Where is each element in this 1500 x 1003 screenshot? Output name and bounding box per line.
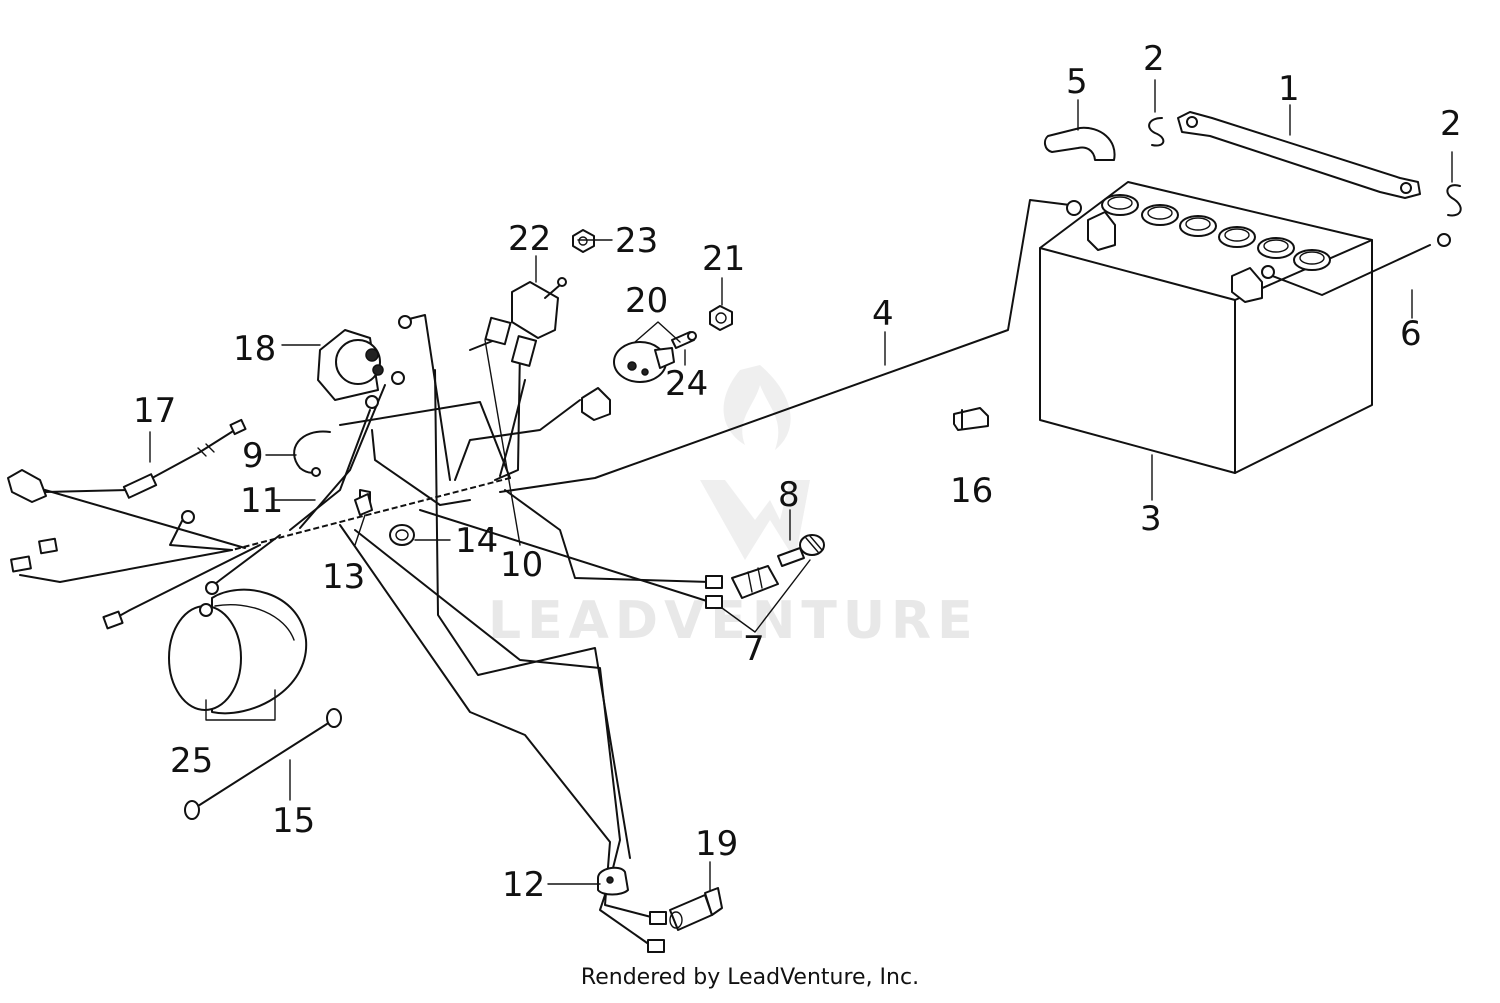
part-21-nut [709,305,733,331]
callout-4: 4 [872,294,894,334]
callout-10: 10 [500,545,543,585]
callout-13: 13 [322,557,365,597]
callout-17: 17 [133,391,176,431]
callout-8: 8 [778,475,800,515]
callout-24: 24 [665,364,708,404]
part-12-clamp [597,866,629,896]
callout-5: 5 [1066,62,1088,102]
callout-3: 3 [1140,499,1162,539]
watermark-text: LEADVENTURE [488,591,979,651]
part-2-hook-left [1148,117,1165,147]
part-24-key [671,331,697,349]
callout-6: 6 [1400,314,1422,354]
part-20-ignition-switch [613,341,675,383]
callout-9: 9 [242,436,264,476]
callout-11: 11 [240,481,283,521]
callout-2-left: 2 [1143,39,1165,79]
part-3-battery [1039,181,1373,474]
leadventure-watermark: LEADVENTURE [488,365,979,651]
part-16-fuse [953,407,989,431]
part-4-battery-cable [499,199,1082,493]
callout-19: 19 [695,824,738,864]
callout-1: 1 [1278,69,1300,109]
part-23-nut [572,229,595,253]
part-1-battery-strap [1177,111,1421,199]
callout-2-right: 2 [1440,104,1462,144]
harness-terminals [10,315,723,953]
part-22-switch [511,277,567,339]
part-18-solenoid [317,329,384,401]
part-9-wire-clamp [293,430,331,477]
callout-21: 21 [702,239,745,279]
part-19-socket [669,887,723,931]
leader-lines [149,79,1453,891]
callout-14: 14 [455,521,498,561]
part-6-negative-cable [1261,233,1451,296]
callout-labels: 1 2 2 3 4 5 6 7 8 9 10 11 12 13 14 15 16… [133,39,1462,905]
part-2-hook-right [1446,184,1462,217]
callout-23: 23 [615,221,658,261]
part-25-motor [168,588,308,715]
battery-cell-caps [1101,194,1331,271]
callout-15: 15 [272,801,315,841]
callout-22: 22 [508,219,551,259]
callout-25: 25 [170,741,213,781]
callout-12: 12 [502,865,545,905]
callout-16: 16 [950,471,993,511]
part-5-terminal-cover [1043,126,1116,161]
part-14-grommet [389,524,415,546]
part-8-bulb [777,534,825,567]
footer-credit: Rendered by LeadVenture, Inc. [580,965,920,990]
callout-18: 18 [233,329,276,369]
part-17-fuse-lead [7,418,247,503]
callout-20: 20 [625,281,668,321]
callout-7: 7 [743,629,765,669]
part-7-light-socket [731,565,779,599]
part-15-ground-strap [184,708,342,820]
part-13-clip [354,493,373,516]
main-wire-harness [19,314,711,946]
